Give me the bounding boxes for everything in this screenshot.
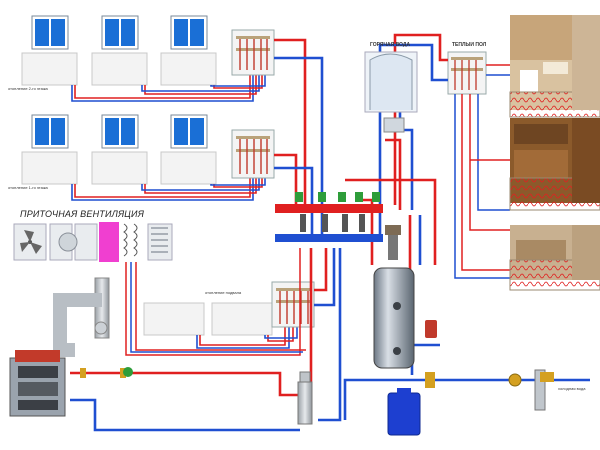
label-floor2-heating: отопление 2-го этажа	[8, 86, 48, 91]
label-basement-heating: отопление подвала	[205, 290, 242, 295]
radiator-icon	[160, 52, 217, 86]
label-cold-water: холодная вода	[558, 386, 586, 391]
manifold-icon	[231, 29, 275, 76]
fan-icon	[20, 230, 42, 254]
valve-icon	[80, 367, 133, 378]
small-expansion-tank	[425, 320, 437, 338]
window-icon	[31, 15, 69, 50]
radiator-icon	[160, 151, 217, 185]
manifold-icon	[271, 281, 315, 328]
extra-right-photo	[572, 15, 600, 280]
window-icon	[170, 15, 208, 50]
manifold-icon	[447, 51, 487, 95]
manifold-warm-floor	[447, 51, 487, 95]
radiators-floor1	[21, 151, 217, 185]
radiator-icon	[143, 302, 205, 336]
manifold-icon	[231, 129, 275, 179]
ventilation-pipes	[125, 248, 306, 356]
radiator-icon	[91, 151, 148, 185]
manifold-floor1	[231, 129, 275, 179]
central-distribution-manifold	[275, 192, 383, 242]
cold-water-fittings	[425, 369, 554, 411]
radiator-icon	[91, 52, 148, 86]
room-bathroom-photo	[509, 15, 600, 118]
radiator-icon	[21, 151, 78, 185]
windows-floor2	[31, 15, 208, 50]
radiator-icon	[211, 302, 273, 336]
ventilation-unit	[10, 222, 190, 264]
label-hot-water: ГОРЯЧАЯ ВОДА	[370, 42, 411, 48]
radiators-basement	[143, 302, 273, 336]
floor1-pipe-runs	[71, 175, 266, 201]
windows-floor1	[31, 114, 208, 149]
floor2-pipe-runs	[71, 70, 266, 102]
manifold-floor2	[231, 29, 275, 76]
window-icon	[101, 114, 139, 149]
gas-boiler-icon	[9, 350, 66, 417]
window-icon	[31, 114, 69, 149]
window-icon	[170, 114, 208, 149]
manifold-basement	[271, 281, 315, 328]
radiator-icon	[21, 52, 78, 86]
chimney	[53, 277, 110, 357]
pump-group	[295, 192, 380, 232]
hydraulic-separator	[297, 371, 313, 425]
ventilation-return	[130, 262, 303, 353]
water-heater-icon	[373, 225, 415, 369]
basement-pipe-runs	[196, 325, 298, 349]
label-ventilation: ПРИТОЧНАЯ ВЕНТИЛЯЦИЯ	[20, 209, 145, 219]
window-icon	[101, 15, 139, 50]
expansion-tank	[387, 388, 421, 436]
label-floor1-heating: отопление 1-го этажа	[8, 185, 48, 190]
shower-cabin-icon	[364, 51, 418, 133]
radiators-floor2	[21, 52, 217, 86]
label-warm-floor: ТЕПЛЫЙ ПОЛ	[452, 42, 487, 48]
